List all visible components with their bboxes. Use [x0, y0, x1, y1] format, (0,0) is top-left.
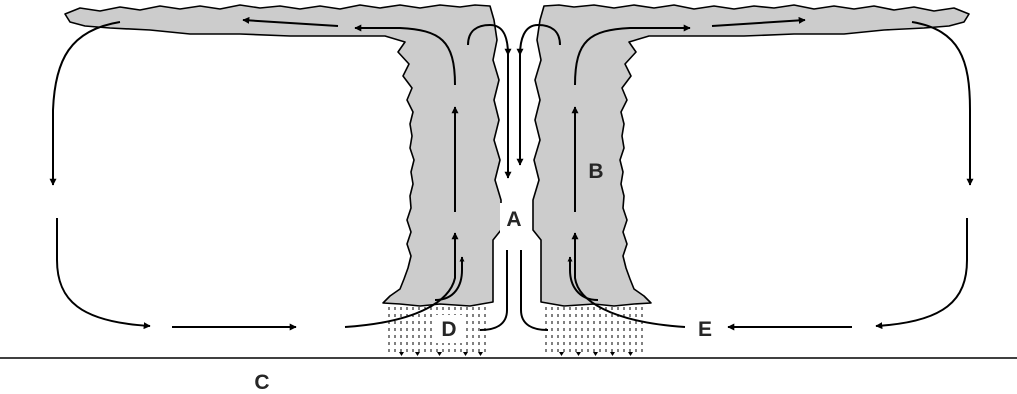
label-c: C [254, 371, 269, 394]
rain-right [546, 307, 642, 355]
label-e: E [698, 318, 712, 341]
label-d: D [441, 318, 456, 341]
outer-return-arrow-right [876, 218, 967, 326]
eyewall-cloud-right [533, 5, 969, 306]
label-b: B [588, 160, 603, 183]
outer-return-arrow-left [57, 218, 150, 326]
outer-descent-arrow-left [53, 22, 120, 185]
cloud-left [65, 5, 501, 306]
eyewall-cloud-left [65, 5, 501, 306]
cloud-right [533, 5, 969, 306]
label-a: A [506, 208, 521, 231]
airflow-arrows [53, 20, 970, 330]
rain-drops [399, 352, 633, 356]
outer-descent-arrow-right [912, 22, 970, 185]
